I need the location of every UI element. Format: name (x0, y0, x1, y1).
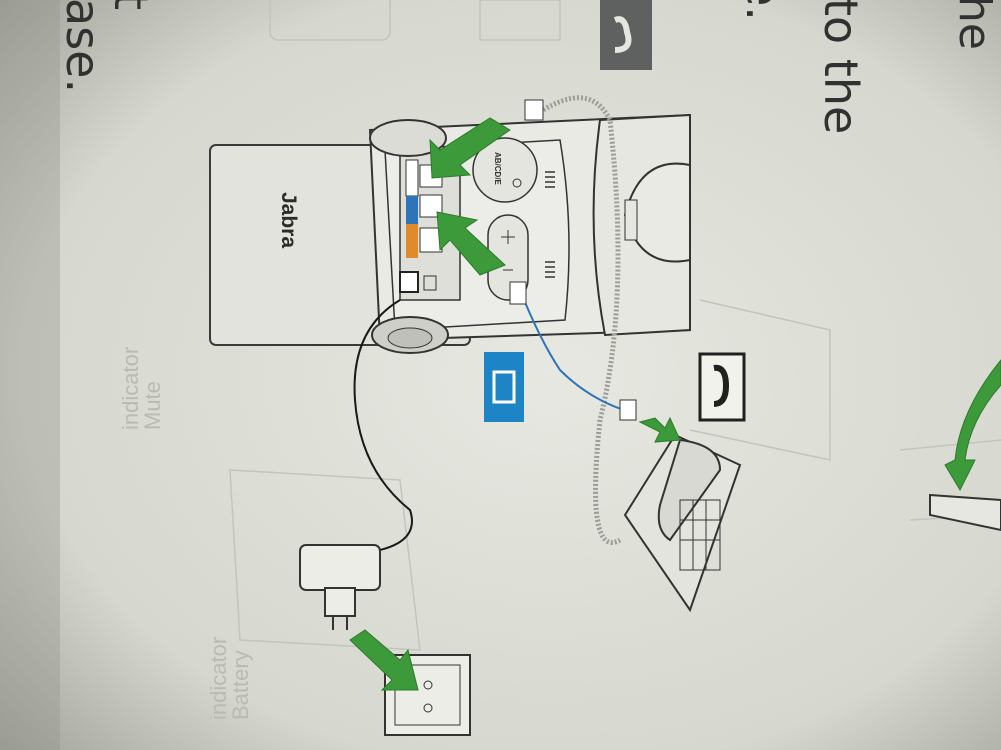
desk-phone (623, 433, 742, 613)
phone-icon-blue (484, 352, 524, 422)
manual-text-line-1: he (949, 0, 1000, 50)
faint-label-mute-indicator: indicator (118, 346, 143, 430)
manual-text-line-2: to the (814, 0, 868, 135)
dial-label: AB/CD/E (493, 152, 502, 185)
manual-text-line-5: ase. (56, 0, 110, 94)
faint-label-battery-indicator: indicator (206, 636, 231, 720)
power-adapter (299, 544, 381, 630)
phone-icon-gray (600, 0, 652, 70)
jabra-logo: Jabra (277, 192, 300, 249)
manual-text-line-4: t (104, 0, 158, 11)
manual-text-line-3: e. (736, 0, 790, 21)
phone-icon-black (698, 352, 746, 422)
